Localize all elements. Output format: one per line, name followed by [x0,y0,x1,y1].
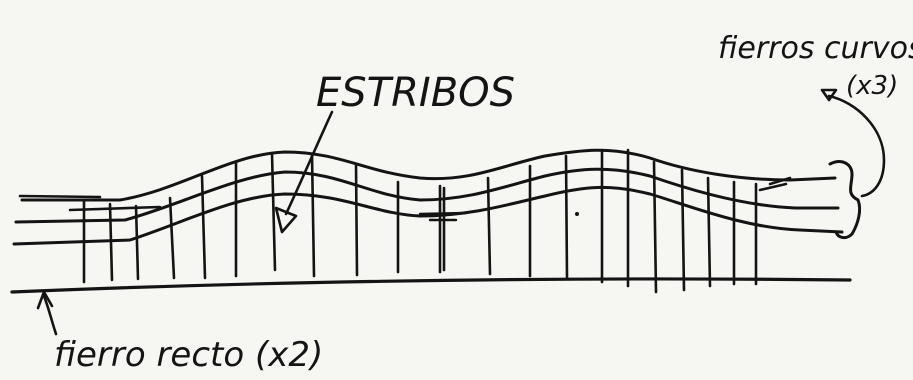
stirrups-group [82,148,758,294]
straight-bar-leader-line [42,294,58,336]
stirrups-label: ESTRIBOS [316,70,515,116]
curved-bars-pointer-strokes [758,176,792,192]
stirrup [680,168,686,292]
stirrup [134,204,140,281]
ink-dot [575,212,579,216]
straight-bar-arrowhead [36,290,54,310]
stirrup [486,176,492,276]
stirrup [706,176,712,288]
stirrup-cross-mark [418,211,468,222]
straight-bar [10,277,852,294]
curved-bars-arrowhead [820,88,838,102]
stirrup [310,152,316,278]
bar-start-strokes [18,194,162,212]
stirrup [652,160,658,294]
stirrups-arrowhead [274,206,298,234]
straight-bar-label: fierro recto (x2) [54,335,323,375]
stirrup [168,196,176,280]
curved-bars-count-label: (x3) [846,71,898,101]
curved-bar-top [20,148,837,202]
stirrup [354,162,359,277]
curved-bars-label: fierros curvos [718,31,913,66]
bar-end-hook [828,160,862,240]
stirrups-leader-line [284,110,334,216]
curved-bar-bottom [12,185,844,246]
stirrup [200,174,207,280]
stirrup [270,152,277,272]
curved-bar-middle [14,167,840,224]
curved-bars-leader-line [827,94,886,198]
stirrup [108,202,114,282]
stirrup [564,154,569,280]
